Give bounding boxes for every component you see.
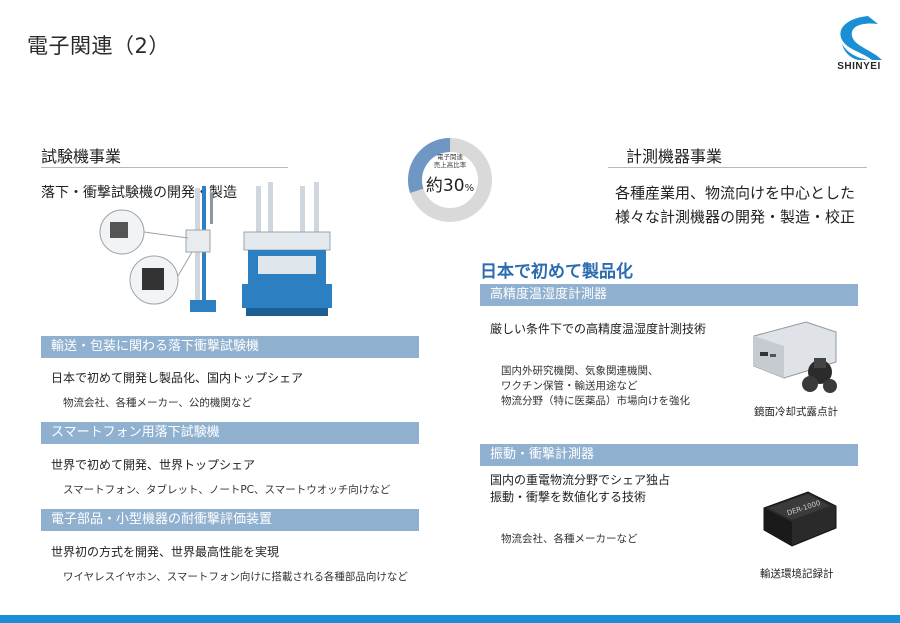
dew-point-meter-image <box>753 321 837 393</box>
measurement-business-heading: 計測機器事業 <box>626 147 723 166</box>
transport-recorder-caption: 輸送環境記録計 <box>760 568 834 580</box>
section-bar-vibration-meter: 振動・衝撃計測器 <box>480 444 858 466</box>
vibration-meter-sub: 物流会社、各種メーカーなど <box>501 533 638 545</box>
section-bar-drop-impact-tester: 輸送・包装に関わる落下衝撃試験機 <box>41 336 419 358</box>
dew-point-meter-caption: 鏡面冷却式露点計 <box>754 406 838 418</box>
transport-recorder-image: DER-1000 <box>763 491 837 547</box>
section-bar-component-shock-evaluator: 電子部品・小型機器の耐衝撃評価装置 <box>41 509 419 531</box>
footer-stripe <box>0 615 900 623</box>
smartphone-drop-tester-main: 世界で初めて開発、世界トップシェア <box>51 458 256 472</box>
drop-test-machine-image <box>99 182 332 316</box>
section-bar-smartphone-drop-tester: スマートフォン用落下試験機 <box>41 422 419 444</box>
measurement-lead-line2: 様々な計測機器の開発・製造・校正 <box>614 208 855 226</box>
hygrometer-sub-line1: 国内外研究機関、気象関連機関、 <box>501 365 659 377</box>
page-title: 電子関連（2） <box>27 34 170 58</box>
testing-business-heading: 試験機事業 <box>41 147 122 166</box>
donut-value: 約30% <box>407 171 493 196</box>
right-heading-rule <box>608 167 867 168</box>
testing-business-lead: 落下・衝撃試験機の開発・製造 <box>41 185 237 201</box>
vibration-meter-main: 国内の重電物流分野でシェア独占 振動・衝撃を数値化する技術 <box>490 472 670 506</box>
donut-prefix: 約 <box>425 176 443 196</box>
donut-label-line2: 売上高比率 <box>433 161 467 169</box>
donut-label-line1: 電子関連 <box>437 153 463 161</box>
drop-impact-tester-sub: 物流会社、各種メーカー、公的機関など <box>63 397 252 409</box>
vibration-meter-main-line2: 振動・衝撃を数値化する技術 <box>490 490 647 504</box>
hygrometer-sub-line3: 物流分野（特に医薬品）市場向けを強化 <box>501 395 690 407</box>
measurement-lead-line1: 各種産業用、物流向けを中心とした <box>614 184 855 202</box>
hygrometer-sub-line2: ワクチン保管・輸送用途など <box>501 380 638 392</box>
hygrometer-main: 厳しい条件下での高精度温湿度計測技術 <box>490 322 707 336</box>
component-shock-evaluator-sub: ワイヤレスイヤホン、スマートフォン向けに搭載される各種部品向けなど <box>63 571 408 583</box>
first-in-japan-heading: 日本で初めて製品化 <box>480 262 633 282</box>
measurement-business-lead: 各種産業用、物流向けを中心とした 様々な計測機器の開発・製造・校正 <box>590 181 880 229</box>
sales-ratio-donut <box>408 137 492 222</box>
left-heading-rule <box>41 167 288 168</box>
logo-swoosh-icon <box>840 16 882 60</box>
vibration-meter-main-line1: 国内の重電物流分野でシェア独占 <box>490 473 671 487</box>
section-bar-hygrometer: 高精度温湿度計測器 <box>480 284 858 306</box>
donut-label: 電子関連 売上高比率 <box>407 153 493 169</box>
hygrometer-sub: 国内外研究機関、気象関連機関、 ワクチン保管・輸送用途など 物流分野（特に医薬品… <box>501 364 690 409</box>
company-logo: SHINYEI <box>828 14 890 74</box>
component-shock-evaluator-main: 世界初の方式を開発、世界最高性能を実現 <box>51 545 280 559</box>
smartphone-drop-tester-sub: スマートフォン、タブレット、ノートPC、スマートウオッチ向けなど <box>63 484 391 496</box>
donut-number: 30 <box>442 176 465 196</box>
donut-share-arc <box>408 137 492 222</box>
logo-text: SHINYEI <box>837 61 881 72</box>
donut-unit: % <box>464 183 475 194</box>
drop-impact-tester-main: 日本で初めて開発し製品化、国内トップシェア <box>51 371 304 385</box>
